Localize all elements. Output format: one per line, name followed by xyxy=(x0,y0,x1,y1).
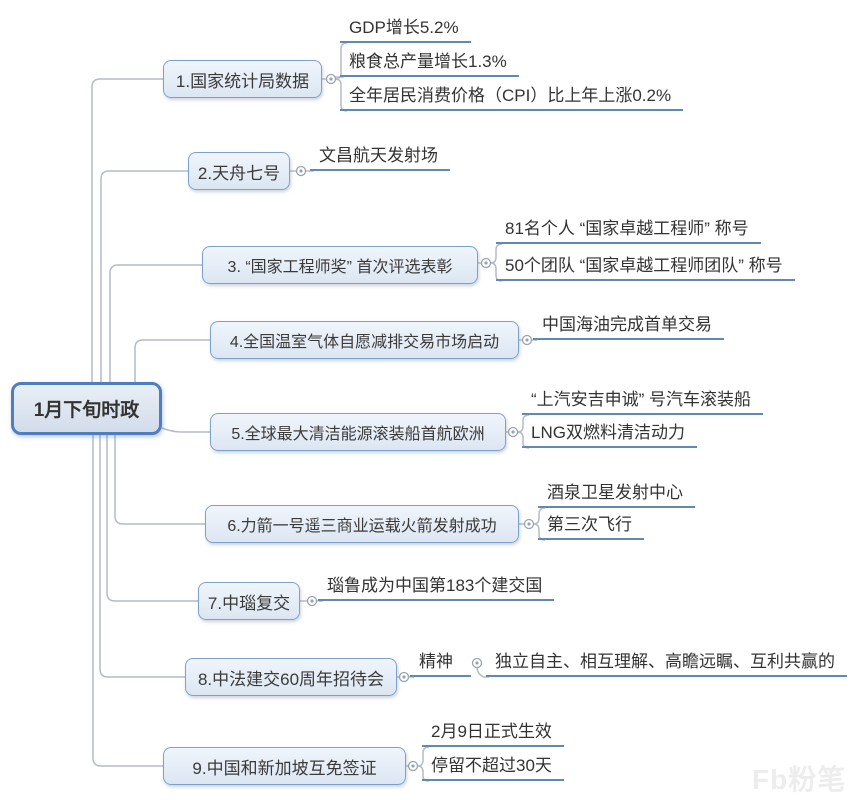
branch-topic-5[interactable]: 5.全球最大清洁能源滚装船首航欧洲 xyxy=(210,413,506,451)
connector-branch-4 xyxy=(134,339,210,383)
leaf-node[interactable]: “上汽安吉申诚” 号汽车滚装船 xyxy=(522,389,764,415)
leaf-node[interactable]: 50个团队 “国家卓越工程师团队” 称号 xyxy=(496,255,795,281)
connector-branch-3 xyxy=(109,264,202,383)
collapse-toggle-6[interactable] xyxy=(523,518,535,530)
connector-branch-6 xyxy=(114,434,205,525)
collapse-toggle-9[interactable] xyxy=(407,760,419,772)
collapse-toggle-7[interactable] xyxy=(306,595,318,607)
branch-topic-8[interactable]: 8.中法建交60周年招待会 xyxy=(185,658,397,696)
connector-branch-5 xyxy=(161,427,210,433)
connector-branch-1 xyxy=(91,78,163,383)
connector-leaf xyxy=(490,243,503,264)
root-topic[interactable]: 1月下旬时政 xyxy=(11,382,162,435)
collapse-toggle-1[interactable] xyxy=(325,73,337,85)
collapse-toggle-5[interactable] xyxy=(507,426,519,438)
leaf-node[interactable]: 全年居民消费价格（CPI）比上年上涨0.2% xyxy=(340,85,684,111)
branch-topic-6[interactable]: 6.力箭一号遥三商业运载火箭发射成功 xyxy=(205,505,519,543)
collapse-toggle-8-sub[interactable] xyxy=(471,657,483,669)
branch-topic-4[interactable]: 4.全国温室气体自愿减排交易市场启动 xyxy=(210,321,519,359)
leaf-node[interactable]: 酒泉卫星发射中心 xyxy=(538,482,695,508)
branch-topic-3[interactable]: 3. “国家工程师奖” 首次评选表彰 xyxy=(202,246,478,284)
leaf-node[interactable]: 停留不超过30天 xyxy=(422,755,564,781)
connector-branch-7 xyxy=(106,434,198,602)
leaf-node[interactable]: GDP增长5.2% xyxy=(340,17,471,43)
connector-branch-8 xyxy=(99,434,185,678)
leaf-node[interactable]: LNG双燃料清洁动力 xyxy=(522,422,697,448)
watermark: Fb粉笔 xyxy=(752,764,847,795)
leaf-node[interactable]: 粮食总产量增长1.3% xyxy=(340,51,519,77)
branch-topic-7[interactable]: 7.中瑙复交 xyxy=(198,582,300,620)
leaf-node[interactable]: 中国海油完成首单交易 xyxy=(533,314,724,340)
connector-leaf xyxy=(417,746,430,767)
connector-leaf xyxy=(476,667,489,678)
branch-topic-1[interactable]: 1.国家统计局数据 xyxy=(163,60,322,98)
leaf-node[interactable]: 81名个人 “国家卓越工程师” 称号 xyxy=(496,218,761,244)
collapse-toggle-2[interactable] xyxy=(295,165,307,177)
branch-topic-9[interactable]: 9.中国和新加坡互免签证 xyxy=(163,747,406,785)
leaf-node[interactable]: 独立自主、相互理解、高瞻远瞩、互利共赢的 xyxy=(486,651,847,677)
leaf-node[interactable]: 2月9日正式生效 xyxy=(422,721,564,747)
collapse-toggle-4[interactable] xyxy=(521,334,533,346)
collapse-toggle-3[interactable] xyxy=(480,257,492,269)
connector-leaf xyxy=(533,507,546,525)
leaf-node[interactable]: 文昌航天发射场 xyxy=(310,145,450,171)
leaf-node[interactable]: 精神 xyxy=(410,651,471,677)
connector-branch-2 xyxy=(100,170,188,383)
leaf-node[interactable]: 瑙鲁成为中国第183个建交国 xyxy=(318,575,555,601)
connector-leaf xyxy=(334,42,348,80)
connector-leaf xyxy=(517,414,530,433)
connector-branch-9 xyxy=(92,434,163,767)
branch-topic-2[interactable]: 2.天舟七号 xyxy=(188,152,290,190)
collapse-toggle-8[interactable] xyxy=(398,671,410,683)
leaf-node[interactable]: 第三次飞行 xyxy=(538,514,644,540)
